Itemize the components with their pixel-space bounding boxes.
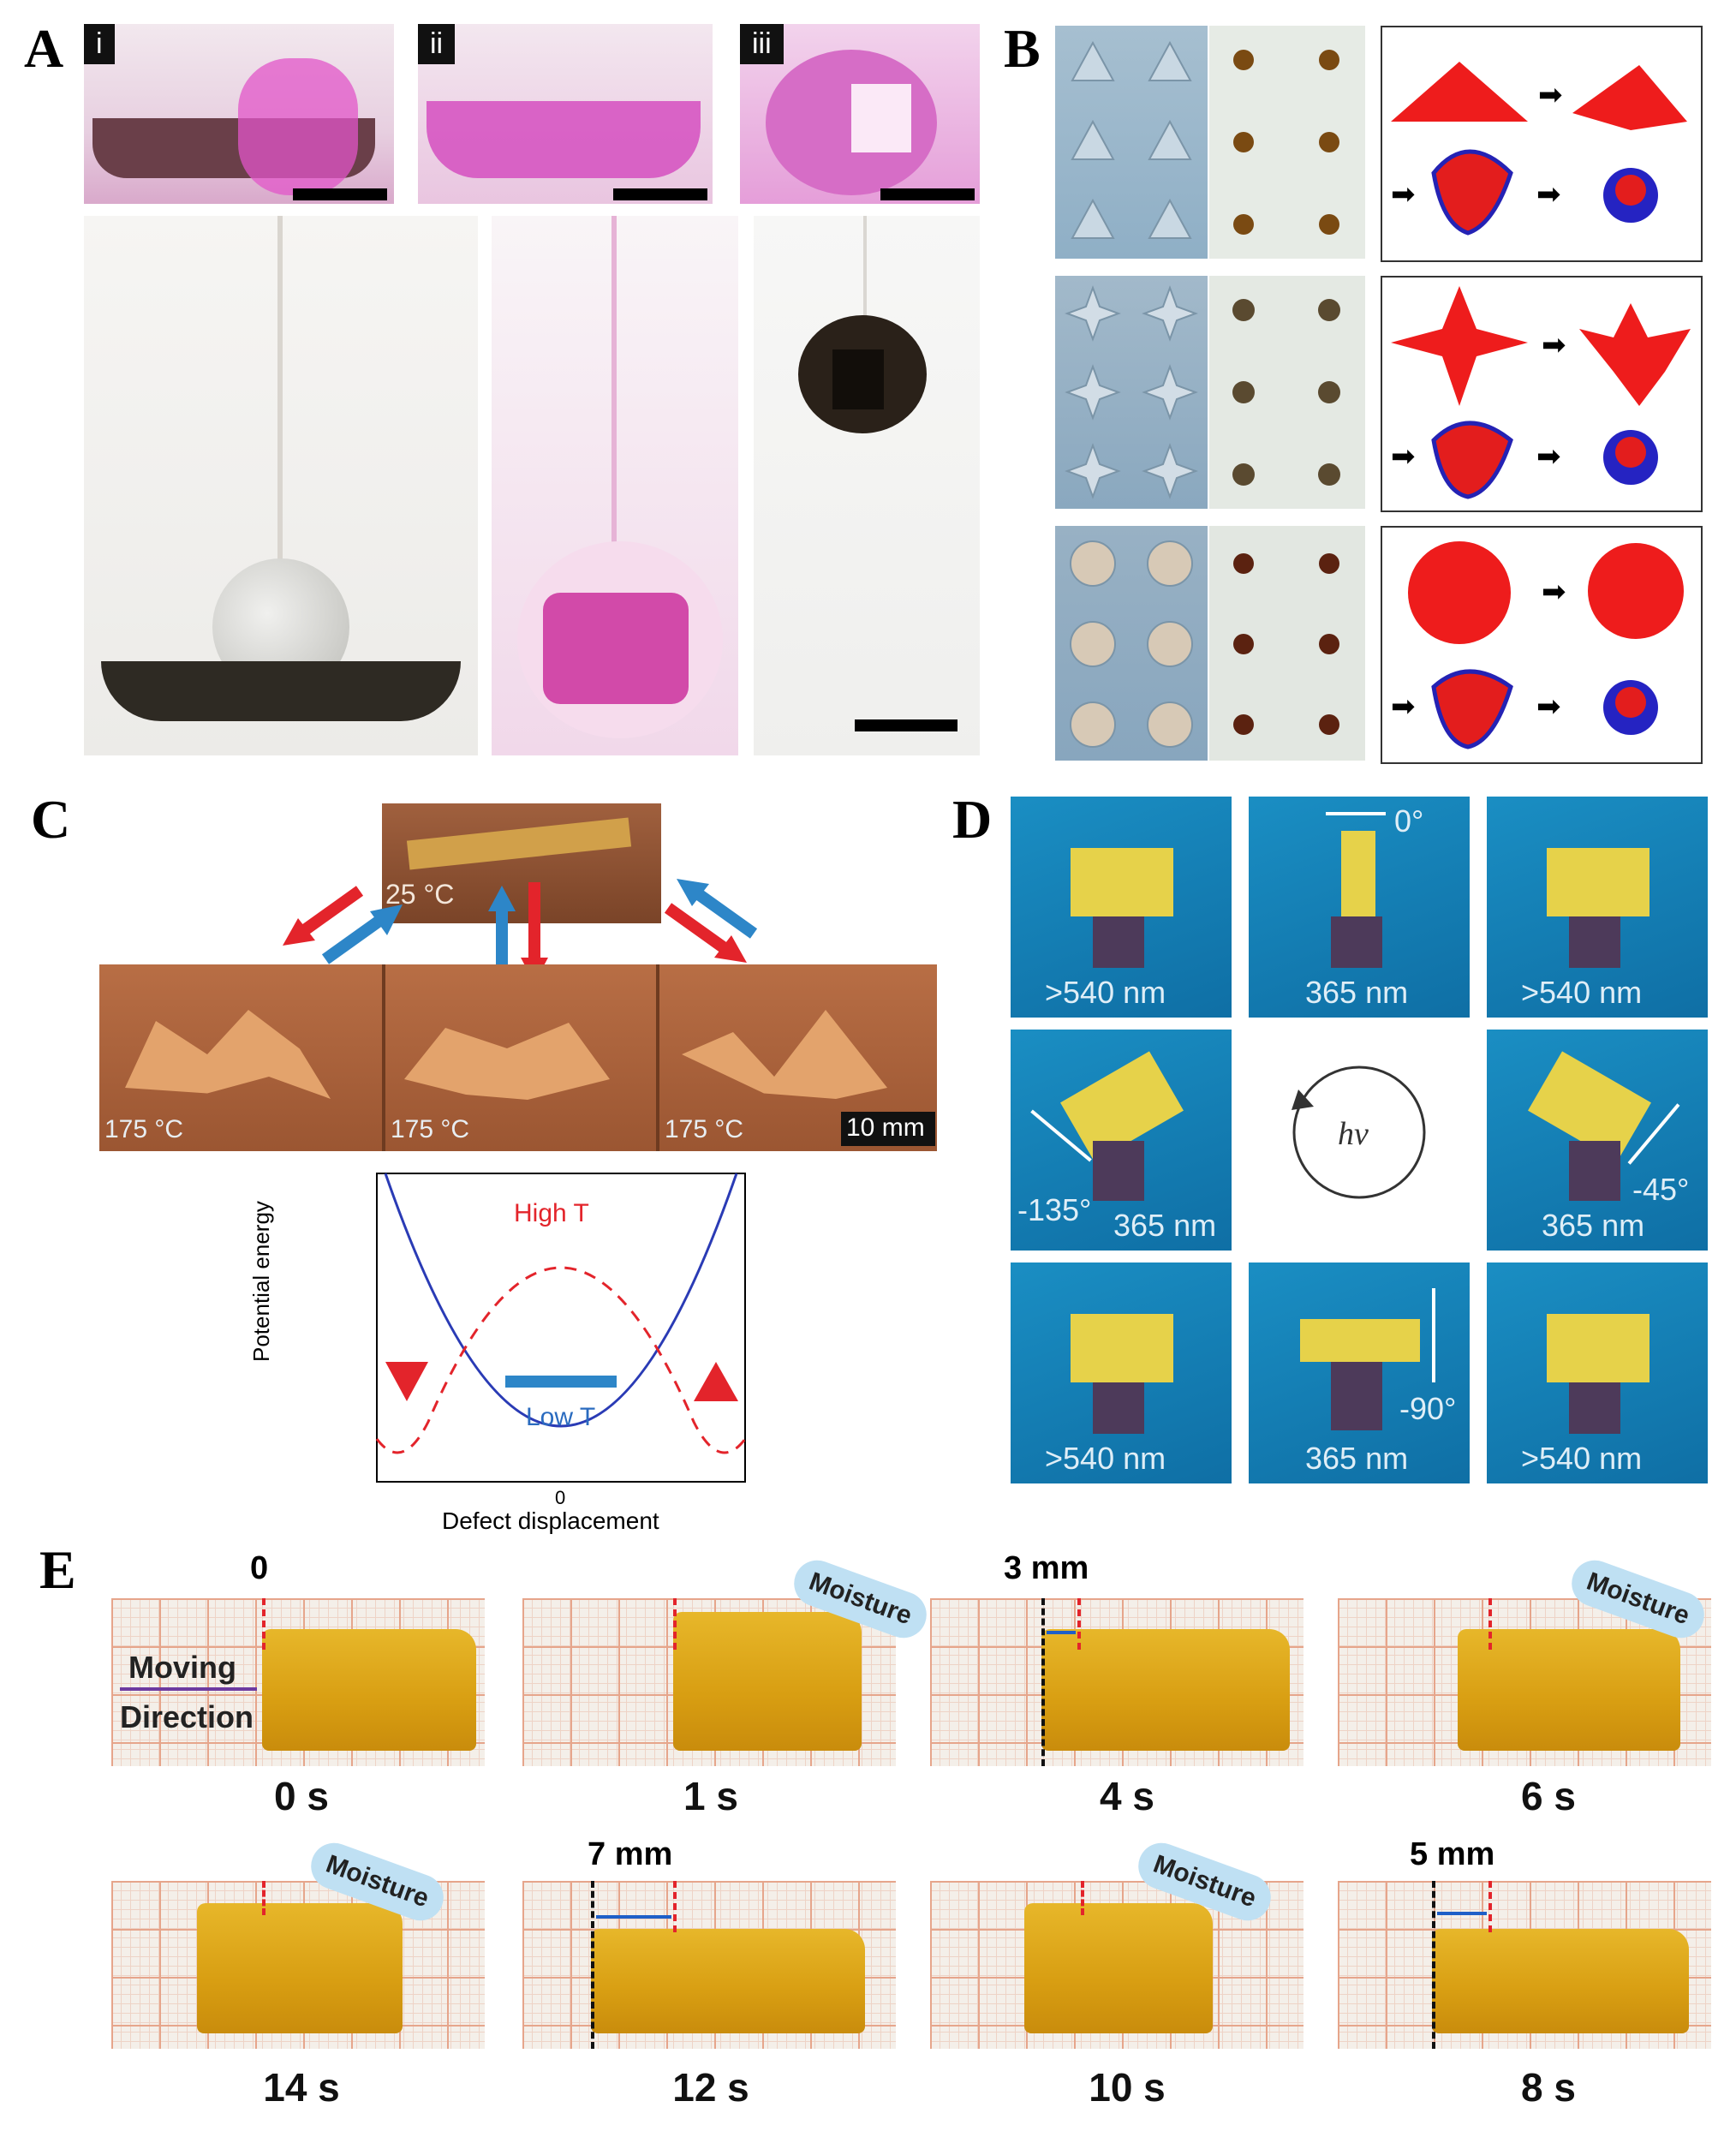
temp-label: 25 °C — [385, 879, 455, 910]
photo-e-12s — [522, 1881, 896, 2049]
micrograph-b-1-right — [1209, 26, 1365, 259]
time-label: 14 s — [263, 2065, 340, 2110]
schematic-b-3: ➡ ➡ ➡ — [1381, 526, 1703, 764]
tile-d-6: >540 nm — [1011, 1263, 1232, 1483]
svg-text:➡: ➡ — [1542, 576, 1566, 608]
micrograph-b-2-right — [1209, 276, 1365, 509]
photo-c-top: 25 °C — [382, 803, 661, 923]
time-label: 4 s — [1100, 1774, 1154, 1818]
low-t-label: Low T — [526, 1403, 596, 1431]
tile-d-7: -90° 365 nm — [1249, 1263, 1470, 1483]
temp-label: 175 °C — [391, 1115, 470, 1143]
svg-text:➡: ➡ — [1391, 690, 1416, 723]
micrograph-b-2-left — [1055, 276, 1208, 509]
svg-text:➡: ➡ — [1391, 178, 1416, 211]
tile-d-1: >540 nm — [1011, 797, 1232, 1018]
time-label: 1 s — [683, 1774, 738, 1818]
photo-a-i-bottom — [84, 216, 478, 755]
wavelength-label: 365 nm — [1113, 1208, 1217, 1243]
schematic-b-2: ➡ ➡ ➡ — [1381, 276, 1703, 512]
tile-d-4: -135° 365 nm — [1011, 1030, 1232, 1251]
time-label: 10 s — [1089, 2065, 1166, 2110]
angle-label: -45° — [1632, 1172, 1690, 1207]
photo-a-ii-bottom — [492, 216, 738, 755]
temp-label: 175 °C — [665, 1115, 744, 1143]
photo-a-iii-top: iii — [740, 24, 980, 204]
scale-label: 10 mm — [846, 1113, 925, 1142]
svg-text:➡: ➡ — [1536, 440, 1561, 473]
svg-text:➡: ➡ — [1391, 440, 1416, 473]
photo-e-10s — [930, 1881, 1303, 2049]
scale-bar — [880, 188, 975, 200]
angle-label: -90° — [1399, 1391, 1457, 1426]
svg-text:➡: ➡ — [1542, 329, 1566, 361]
hv-label: hν — [1338, 1116, 1369, 1152]
scale-bar — [855, 719, 957, 731]
temp-label: 175 °C — [104, 1115, 184, 1143]
photo-e-4s — [930, 1598, 1303, 1766]
schematic-b-1: ➡ ➡ ➡ — [1381, 26, 1703, 262]
svg-text:➡: ➡ — [1536, 690, 1561, 723]
scale-bar — [293, 188, 387, 200]
wavelength-label: >540 nm — [1521, 1441, 1643, 1476]
tag-iii: iii — [740, 24, 784, 64]
photo-a-ii-top: ii — [418, 24, 713, 204]
micrograph-b-1-left — [1055, 26, 1208, 259]
photo-e-8s — [1338, 1881, 1711, 2049]
photo-e-14s — [111, 1881, 485, 2049]
angle-label: 0° — [1394, 803, 1424, 839]
high-t-label: High T — [514, 1199, 589, 1227]
tile-d-8: >540 nm — [1487, 1263, 1708, 1483]
direction-label: Direction — [120, 1699, 254, 1734]
potential-energy-plot — [375, 1173, 747, 1483]
angle-label: -135° — [1017, 1192, 1092, 1227]
photo-a-i-top: i — [84, 24, 394, 204]
tile-d-2: 0° 365 nm — [1249, 797, 1470, 1018]
x-tick: 0 — [555, 1487, 566, 1508]
photo-c-strip: 175 °C 175 °C 175 °C 10 mm — [99, 964, 937, 1151]
distance-label: 5 mm — [1410, 1836, 1495, 1872]
tile-d-5: -45° 365 nm — [1487, 1030, 1708, 1251]
time-label: 0 s — [274, 1774, 329, 1818]
tile-d-3: >540 nm — [1487, 797, 1708, 1018]
time-label: 6 s — [1521, 1774, 1576, 1818]
x-axis-label: Defect displacement — [442, 1507, 659, 1534]
photo-e-0s: Moving Direction — [111, 1598, 485, 1766]
panel-c-letter: C — [31, 789, 71, 850]
wavelength-label: 365 nm — [1305, 975, 1409, 1010]
wavelength-label: >540 nm — [1045, 975, 1166, 1010]
y-axis-label: Potential energy — [248, 1201, 274, 1362]
panel-a-letter: A — [24, 18, 64, 79]
photo-a-iii-bottom — [754, 216, 980, 755]
wavelength-label: 365 nm — [1305, 1441, 1409, 1476]
wavelength-label: 365 nm — [1542, 1208, 1645, 1243]
svg-text:➡: ➡ — [1536, 178, 1561, 211]
wavelength-label: >540 nm — [1521, 975, 1643, 1010]
moving-label: Moving — [128, 1650, 236, 1685]
panel-e-letter: E — [39, 1539, 76, 1600]
time-label: 8 s — [1521, 2065, 1576, 2110]
time-label: 12 s — [672, 2065, 749, 2110]
scale-bar — [613, 188, 707, 200]
panel-b-letter: B — [1004, 18, 1041, 79]
tag-i: i — [84, 24, 115, 64]
distance-label: 3 mm — [1004, 1550, 1089, 1586]
micrograph-b-3-left — [1055, 526, 1208, 761]
svg-text:➡: ➡ — [1538, 79, 1563, 111]
panel-d-letter: D — [952, 789, 993, 850]
micrograph-b-3-right — [1209, 526, 1365, 761]
wavelength-label: >540 nm — [1045, 1441, 1166, 1476]
zero-label: 0 — [250, 1550, 269, 1586]
tile-d-center: hν — [1249, 1030, 1470, 1251]
transition-arrows — [283, 879, 758, 985]
distance-label: 7 mm — [588, 1836, 673, 1872]
photo-e-1s — [522, 1598, 896, 1766]
tag-ii: ii — [418, 24, 456, 64]
